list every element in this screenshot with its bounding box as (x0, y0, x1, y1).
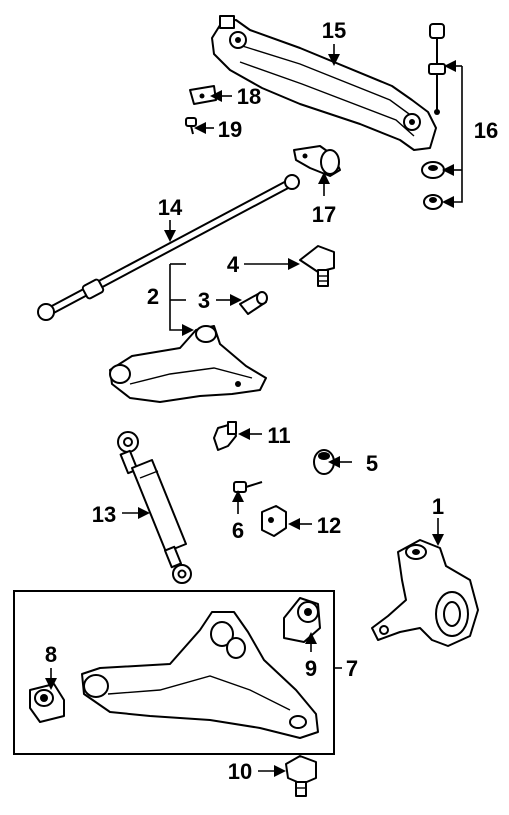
callout-labels: 1 2 3 4 5 6 7 8 9 10 11 12 13 14 15 16 1… (45, 18, 498, 784)
upper-control-arm (109, 325, 267, 403)
callout-9: 9 (305, 656, 317, 681)
strut-rod (37, 174, 300, 321)
callout-4: 4 (227, 252, 240, 277)
bolt (233, 481, 263, 493)
callout-7: 7 (346, 656, 358, 681)
callout-3: 3 (198, 288, 210, 313)
callout-5: 5 (366, 451, 378, 476)
steering-knuckle (371, 539, 479, 647)
callout-19: 19 (218, 117, 242, 142)
callout-2: 2 (147, 284, 159, 309)
mount-bushing-upper (421, 161, 445, 179)
callout-1: 1 (432, 494, 444, 519)
lower-ball-joint (285, 755, 317, 797)
callout-14: 14 (158, 195, 183, 220)
bracket-clip (213, 421, 237, 451)
mount-bushing-lower (423, 194, 443, 210)
callout-16: 16 (474, 118, 498, 143)
callout-13: 13 (92, 502, 116, 527)
lower-control-arm (81, 611, 319, 739)
callout-10: 10 (228, 759, 252, 784)
shock-absorber (117, 431, 192, 584)
callout-17: 17 (312, 202, 336, 227)
callout-15: 15 (322, 18, 346, 43)
crossmember (211, 15, 437, 151)
leader-lines (45, 44, 463, 777)
upper-arm-bushing (239, 291, 268, 315)
callout-12: 12 (317, 513, 341, 538)
lower-arm-group-frame (13, 590, 335, 755)
lower-arm-bushing-rear (29, 683, 65, 723)
callout-11: 11 (267, 423, 290, 448)
small-bolt (185, 117, 197, 135)
lower-arm-bushing-front (283, 597, 321, 643)
callout-8: 8 (45, 642, 57, 667)
callout-6: 6 (232, 518, 244, 543)
bracket (261, 505, 287, 537)
small-bracket (189, 85, 217, 105)
mount-bolt (428, 23, 446, 115)
callout-18: 18 (237, 84, 261, 109)
bump-stop-bracket (293, 145, 341, 177)
upper-ball-joint (299, 245, 335, 287)
